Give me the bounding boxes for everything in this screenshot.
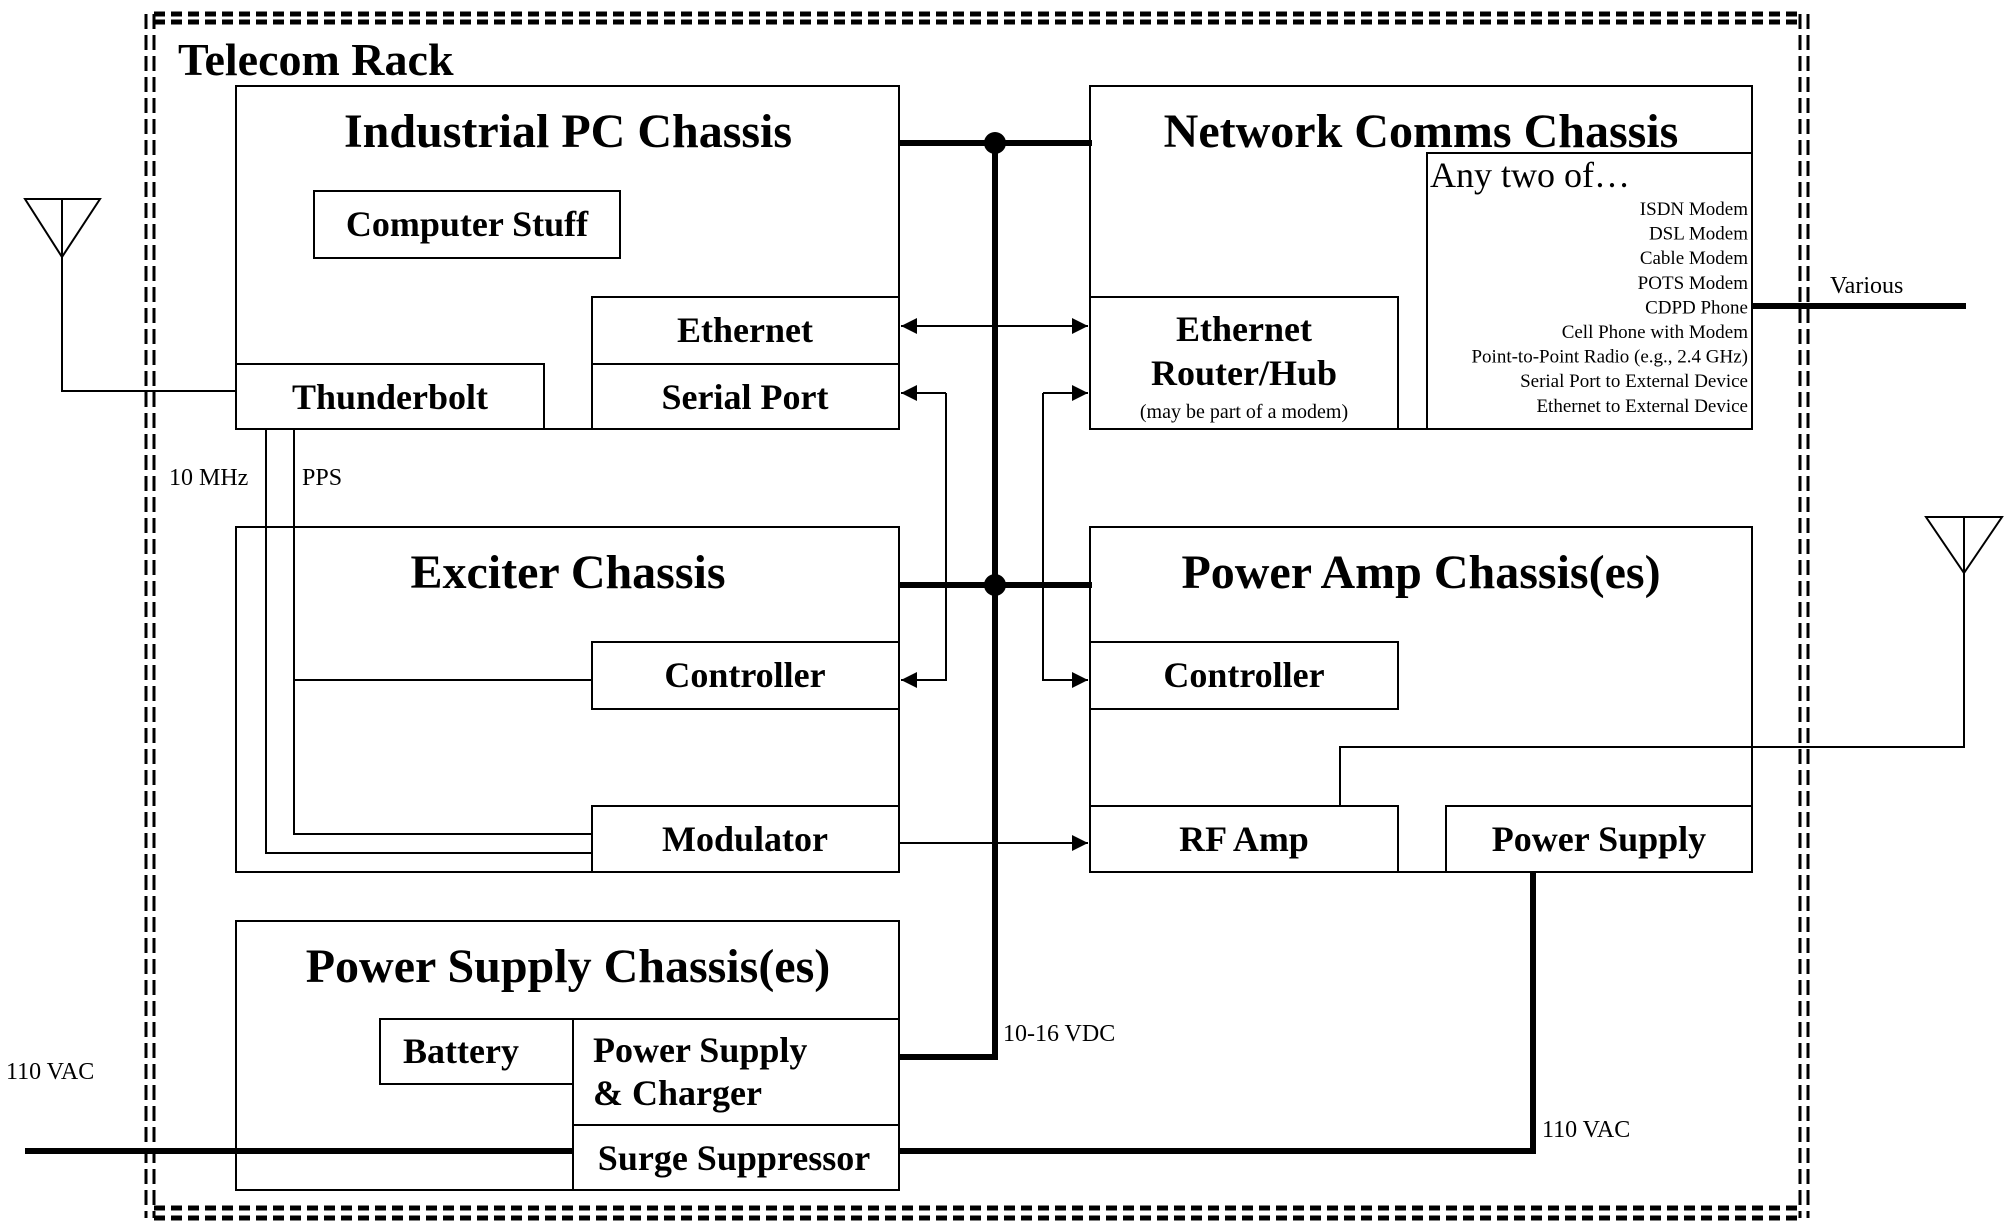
psu-chassis-title: Power Supply Chassis(es) (306, 940, 831, 993)
modem-option-item: ISDN Modem (1640, 199, 1748, 220)
exciter-controller-label: Controller (664, 655, 825, 695)
amp-power-supply-label: Power Supply (1492, 819, 1706, 859)
modem-option-item: Cell Phone with Modem (1562, 322, 1749, 343)
exciter-chassis-title: Exciter Chassis (410, 546, 725, 599)
modem-option-item: Ethernet to External Device (1536, 396, 1748, 417)
amp-controller-label: Controller (1163, 655, 1324, 695)
ac-power-wiring (25, 303, 1966, 1154)
network-comms-chassis: Network Comms Chassis Ethernet Router/Hu… (1089, 85, 1753, 430)
modulator-label: Modulator (662, 819, 828, 859)
network-chassis-title: Network Comms Chassis (1164, 105, 1679, 158)
industrial-pc-chassis: Industrial PC Chassis Computer Stuff Eth… (235, 85, 900, 430)
power-amp-chassis: Power Amp Chassis(es) Controller RF Amp … (1089, 526, 1753, 873)
rf-amp-label: RF Amp (1179, 819, 1309, 859)
rack-border (144, 11, 1810, 1221)
charger-label-line1: Power Supply (593, 1030, 807, 1070)
modem-option-item: CDPD Phone (1645, 297, 1748, 318)
modem-option-item: POTS Modem (1638, 273, 1749, 294)
router-label-line2: Router/Hub (1151, 353, 1337, 393)
left-antenna-icon (23, 198, 236, 392)
pps-label: PPS (302, 465, 342, 491)
options-heading: Any two of… (1430, 155, 1630, 195)
timing-signal-lines (236, 429, 592, 873)
modem-option-item: Point-to-Point Radio (e.g., 2.4 GHz) (1471, 347, 1748, 368)
modem-option-item: DSL Modem (1649, 224, 1748, 245)
vac-right-label: 110 VAC (1542, 1117, 1630, 1143)
rack-title: Telecom Rack (178, 34, 454, 85)
vdc-label: 10-16 VDC (1003, 1021, 1115, 1047)
surge-suppressor-label: Surge Suppressor (598, 1138, 870, 1178)
ten-mhz-label: 10 MHz (169, 465, 248, 491)
computer-stuff-label: Computer Stuff (346, 204, 589, 244)
power-amp-chassis-title: Power Amp Chassis(es) (1181, 546, 1660, 599)
pc-chassis-title: Industrial PC Chassis (344, 105, 792, 158)
dc-power-bus (899, 132, 1092, 1060)
battery-label: Battery (403, 1031, 519, 1071)
exciter-chassis: Exciter Chassis Controller Modulator (235, 526, 900, 873)
modem-option-item: Cable Modem (1640, 248, 1748, 269)
pc-ethernet-label: Ethernet (677, 310, 813, 350)
various-label: Various (1830, 273, 1903, 299)
modem-option-item: Serial Port to External Device (1520, 371, 1748, 392)
router-label-line1: Ethernet (1176, 309, 1312, 349)
power-supply-chassis: Power Supply Chassis(es) Battery Power S… (235, 920, 900, 1191)
right-antenna-icon (1339, 516, 2004, 806)
thunderbolt-label: Thunderbolt (292, 377, 488, 417)
serial-control-links (901, 385, 1088, 688)
vac-left-label: 110 VAC (6, 1059, 94, 1085)
pc-serial-port-label: Serial Port (662, 377, 829, 417)
charger-label-line2: & Charger (593, 1073, 762, 1113)
router-note: (may be part of a modem) (1140, 401, 1348, 423)
